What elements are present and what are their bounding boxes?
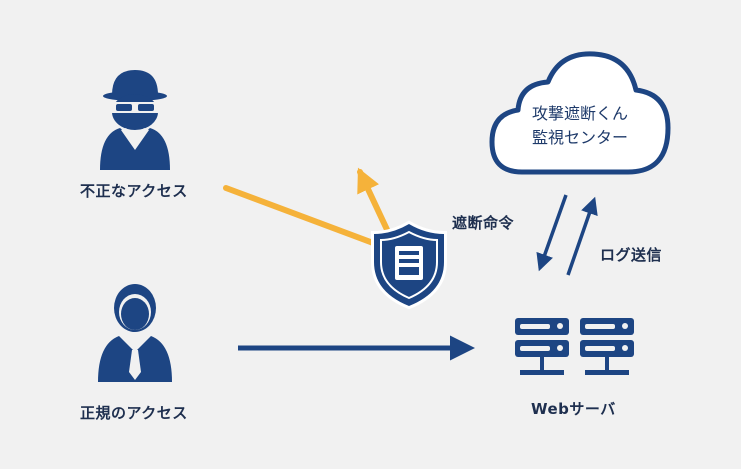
block-command-label: 遮断命令 xyxy=(452,214,515,232)
blocked-access-line xyxy=(223,185,395,253)
deflect-arrow xyxy=(357,167,393,239)
log-send-label: ログ送信 xyxy=(600,246,663,264)
shield-icon xyxy=(371,220,447,310)
server-icon xyxy=(515,318,634,375)
cloud-line-2: 監視センター xyxy=(531,128,628,147)
log-send-arrow xyxy=(566,196,598,276)
server-label: Webサーバ xyxy=(531,400,616,418)
user-icon xyxy=(98,284,172,382)
cloud-line-1: 攻撃遮断くん xyxy=(531,104,628,123)
attacker-label: 不正なアクセス xyxy=(80,182,188,200)
cloud-title: 攻撃遮断くん 監視センター xyxy=(500,102,660,150)
user-label: 正規のアクセス xyxy=(80,404,188,422)
cloud-shape xyxy=(489,51,671,175)
block-command-arrow xyxy=(536,194,568,272)
hacker-icon xyxy=(100,70,170,170)
